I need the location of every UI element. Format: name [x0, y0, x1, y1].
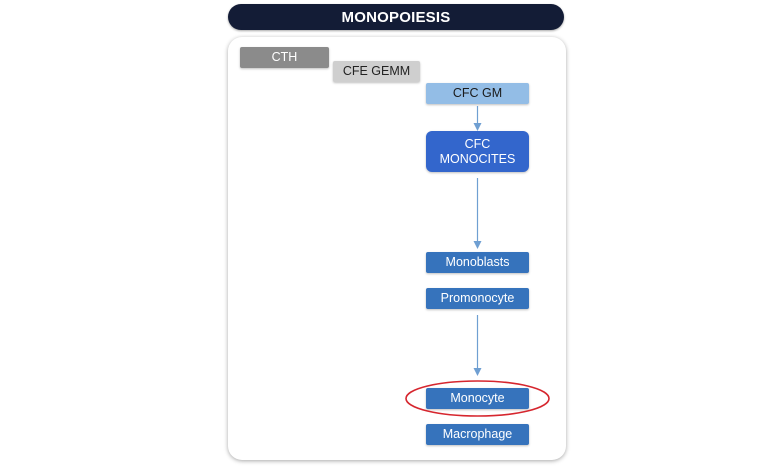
node-monoblasts-label: Monoblasts [445, 255, 510, 269]
node-macrophage: Macrophage [426, 424, 529, 445]
node-cfc-gm-label: CFC GM [452, 86, 503, 100]
diagram-title: MONOPOIESIS [228, 4, 564, 30]
node-cfe-gemm-label: CFE GEMM [342, 64, 411, 78]
node-cfc-gm: CFC GM [426, 83, 529, 104]
node-promonocyte-label: Promonocyte [440, 291, 515, 305]
node-cfc-monocites-label: CFC MONOCITES [439, 136, 516, 166]
node-promonocyte: Promonocyte [426, 288, 529, 309]
node-macrophage-label: Macrophage [442, 427, 513, 441]
node-cth-label: CTH [271, 50, 298, 64]
node-cth: CTH [240, 47, 329, 68]
node-monocyte: Monocyte [426, 388, 529, 409]
node-monocyte-label: Monocyte [450, 391, 505, 405]
node-cfe-gemm: CFE GEMM [333, 61, 420, 82]
node-monoblasts: Monoblasts [426, 252, 529, 273]
node-cfc-monocites: CFC MONOCITES [426, 131, 529, 172]
